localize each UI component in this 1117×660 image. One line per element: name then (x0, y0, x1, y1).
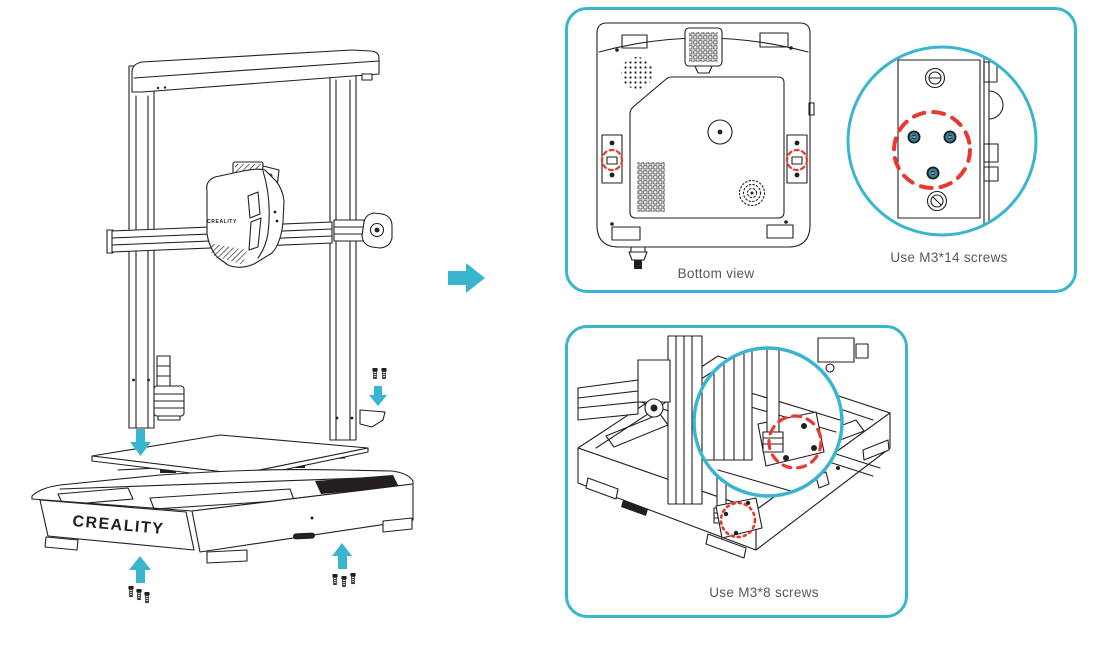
power-inlet (628, 246, 648, 269)
bottom-view-drawing (596, 22, 1038, 269)
print-head: CREALITY (206, 161, 285, 268)
teal-screws (907, 130, 957, 180)
up-arrow-left-icon (129, 556, 151, 583)
side-bracket (359, 409, 386, 428)
printer-base: CREALITY (31, 469, 414, 564)
gantry-top-beam (131, 49, 380, 93)
next-step-arrow-icon (448, 263, 485, 293)
mount-detail-magnifier (692, 346, 844, 498)
belt-tensioner-knob (333, 212, 393, 249)
z-motor (153, 355, 185, 421)
fan-grille-dotted (738, 179, 766, 207)
bottom-view-caption: Bottom view (677, 266, 755, 281)
m3x14-screw-note: Use M3*14 screws (890, 250, 1008, 265)
screw-positions-highlight-far (767, 414, 823, 470)
screw-positions-highlight (892, 110, 972, 190)
down-arrow-gantry-icon (130, 429, 151, 456)
down-arrow-right-bracket-icon (369, 386, 387, 406)
print-head-logo: CREALITY (207, 219, 237, 225)
m3x8-screw-note: Use M3*8 screws (709, 585, 819, 600)
screw-positions-highlight-near (719, 501, 757, 539)
printer-assembly-illustration: CREALITY (31, 49, 485, 604)
bottom-view-panel: Bottom view Use M3*14 screws (565, 7, 1077, 293)
left-mount-plate (600, 134, 624, 184)
up-arrow-right-icon (332, 543, 352, 569)
base-mount-panel: Use M3*8 screws (565, 325, 908, 618)
base-bottom-outline (596, 22, 815, 269)
right-mount-plate (785, 134, 809, 184)
base-mount-drawing (577, 335, 891, 559)
screw-detail-magnifier (846, 45, 1038, 237)
